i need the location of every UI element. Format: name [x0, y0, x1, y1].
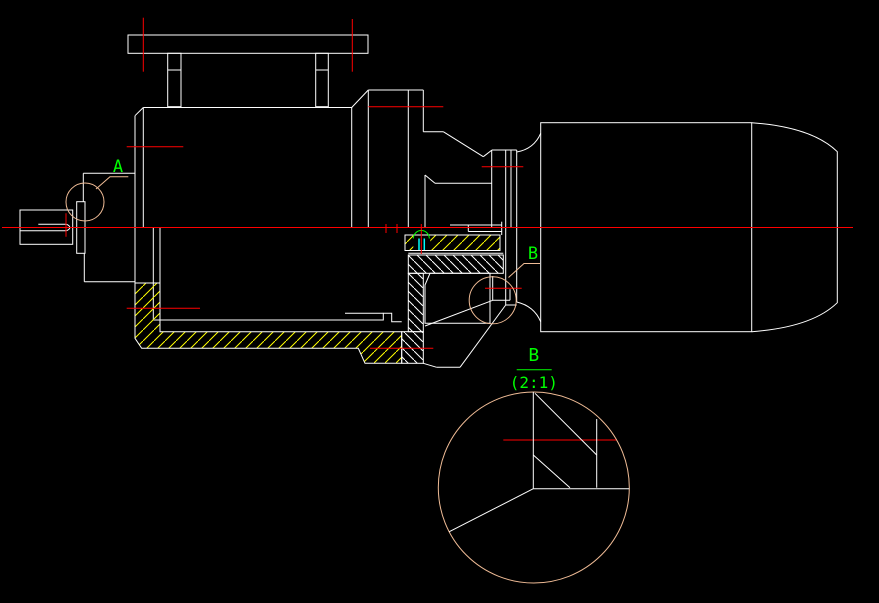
- stud-left: [167, 52, 182, 108]
- detail-b-circle: [468, 276, 517, 325]
- detail-a-label: A: [113, 157, 123, 177]
- detail-b-label: B: [528, 244, 538, 264]
- detail-view-title: B: [528, 345, 539, 366]
- gland-follower-hatch: [407, 254, 504, 274]
- detail-a-leader: [95, 176, 129, 190]
- section-hatching: [134, 230, 504, 364]
- annotations: A B B (2:1): [113, 157, 558, 392]
- detail-b-leader: [508, 263, 540, 278]
- detail-view-scale: (2:1): [510, 373, 558, 392]
- detail-view-b-geometry: [449, 392, 630, 533]
- stud-right: [315, 52, 329, 108]
- casing-hatch: [134, 282, 403, 364]
- centerlines: [2, 17, 853, 441]
- top-plate: [127, 34, 369, 54]
- detail-a-circle: [65, 182, 105, 222]
